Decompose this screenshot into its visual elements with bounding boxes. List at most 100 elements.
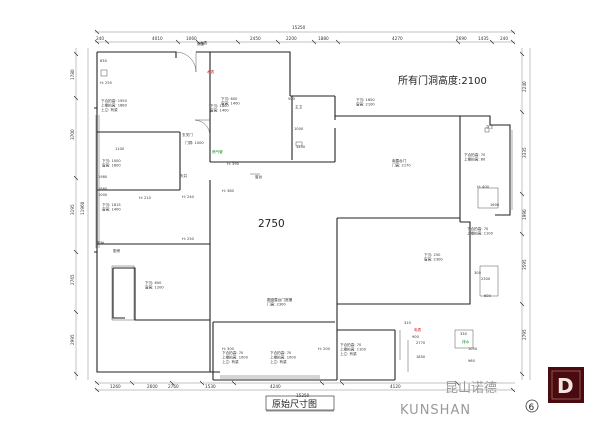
page-number: 6 (529, 403, 535, 413)
company-logo: D 昆山诺德 KUNSHAN 6 (400, 367, 584, 418)
plan-label: 1000 (294, 127, 304, 131)
plan-label: 次卫 (486, 124, 494, 129)
plan-label: 600 (484, 294, 492, 298)
left-dim-3: 2765 (70, 274, 75, 285)
top-dim-6: 4270 (392, 36, 403, 41)
plan-label: H: 390 (227, 162, 240, 166)
plan-label: 窗台 (255, 174, 263, 179)
plan-label: 1100 (115, 147, 125, 151)
right-dim-2: 1990 (522, 209, 527, 220)
right-dim-0: 2240 (522, 81, 527, 92)
top-dim-5: 1880 (318, 36, 329, 41)
right-dim-1: 3335 (522, 147, 527, 158)
bottom-dim-4: 4240 (270, 384, 281, 389)
plan-label: 主卫 (295, 104, 303, 109)
plan-label: 1980 (98, 175, 108, 179)
plan-label: 玄关门 (182, 132, 193, 137)
plan-label: 630 (100, 59, 108, 63)
plan-label: 1850 (416, 355, 426, 359)
plan-label: H: 400 (477, 185, 490, 189)
plan-label: 330 (460, 332, 468, 336)
marker-green-2: 排水 (462, 339, 470, 344)
plan-label: 天井 (180, 173, 188, 178)
plan-label: 900 (412, 335, 420, 339)
right-dim-3: 3595 (522, 259, 527, 270)
plan-label: H: 200 (318, 347, 331, 351)
plan-label: H: 210 (139, 196, 152, 200)
plan-label: 厨房 (113, 248, 121, 253)
bottom-total-dim: 15250 (296, 393, 310, 398)
bottom-dim-0: 1260 (110, 384, 121, 389)
plan-label: 门洞: 1000 (185, 140, 204, 145)
logo-square (548, 367, 584, 403)
small-labels: H: 255 H: 390 H: 380 H: 240 H: 250 H: 30… (97, 40, 500, 363)
top-dim-4: 2200 (286, 36, 297, 41)
bottom-dim-3: 1530 (205, 384, 216, 389)
left-dim-1: 3700 (70, 129, 75, 140)
top-total-dim: 15250 (292, 25, 306, 30)
windows-and-details (95, 51, 513, 379)
logo-mark: D (557, 374, 574, 398)
top-dim-3: 2450 (250, 36, 261, 41)
bottom-dim-1: 2600 (147, 384, 158, 389)
top-dim-2: 1060 (186, 36, 197, 41)
center-area-label: 2750 (258, 218, 285, 230)
left-dim-2: 3195 (70, 204, 75, 215)
marker-red-2: 电表 (414, 327, 422, 332)
plan-label: 2770 (416, 341, 426, 345)
logo-text-top: 昆山诺德 (445, 381, 497, 396)
plan-label: 阳台 (97, 240, 105, 245)
plan-label: 1250 (296, 145, 306, 149)
plan-label: H: 250 (182, 237, 195, 241)
left-total-dim: 11960 (80, 201, 85, 215)
caption-box: 原始尺寸图 (265, 395, 335, 412)
logo-text-bottom: KUNSHAN (400, 403, 471, 418)
marker-green-1: 燃气管 (212, 149, 223, 154)
plan-label: 1050 (468, 347, 478, 351)
plan-label: H: 255 (100, 81, 112, 85)
walls (94, 51, 511, 381)
plan-label: 烟道 (197, 41, 205, 46)
plan-label: H: 380 (222, 189, 235, 193)
top-dim-1: 4010 (152, 36, 163, 41)
bottom-dim-2: 2760 (168, 384, 179, 389)
top-dim-0: 240 (96, 36, 104, 41)
plan-label: 2300 (481, 277, 491, 281)
left-dim-0: 1780 (70, 69, 75, 80)
marker-red-1: 水表 (207, 69, 215, 74)
top-dim-9: 240 (500, 36, 508, 41)
markers: 水表 燃气管 电表 排水 (207, 69, 470, 344)
caption-title: 原始尺寸图 (272, 398, 317, 410)
dimension-texts: 15250 240 4010 1060 2450 2200 1880 4270 … (70, 25, 527, 398)
dimension-lines (73, 29, 531, 393)
top-dim-8: 1435 (478, 36, 489, 41)
plan-label: 500 (288, 97, 296, 101)
plan-label: 1000 (98, 193, 108, 197)
plan-label: 水表 (200, 40, 208, 45)
right-dim-4: 2795 (522, 329, 527, 340)
door-height-note: 所有门洞高度:2100 (398, 74, 487, 87)
bottom-dim-5: 4120 (390, 384, 401, 389)
plan-label: H: 240 (182, 195, 195, 199)
plan-label: 1860 (98, 187, 108, 191)
left-dim-4: 2995 (70, 334, 75, 345)
plan-label: 960 (468, 359, 476, 363)
top-dim-7: 2690 (456, 36, 467, 41)
plan-label: 310 (404, 321, 412, 325)
plan-label: H: 300 (222, 347, 235, 351)
